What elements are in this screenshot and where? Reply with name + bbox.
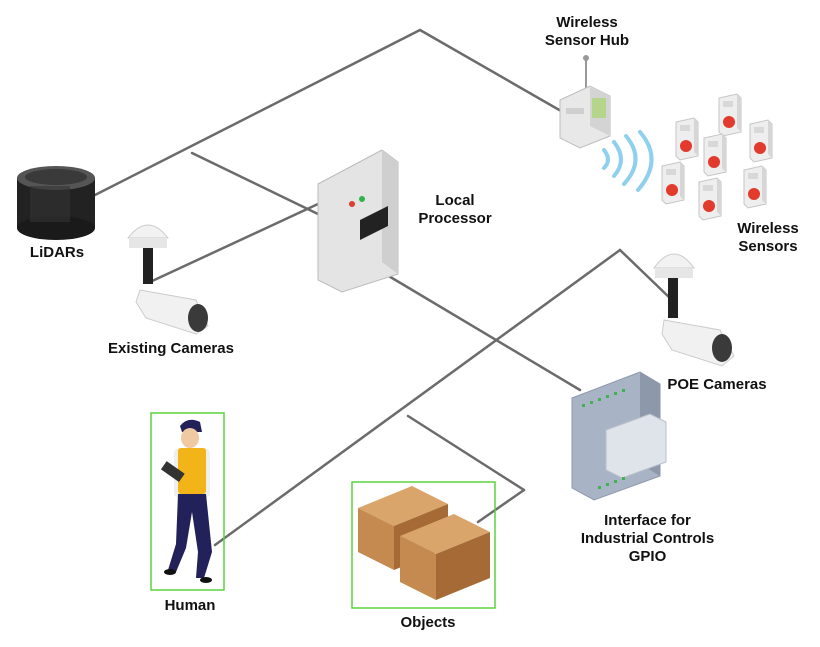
- wireless-sensor-icon: [698, 177, 722, 221]
- wireless-sensors-group: [661, 93, 773, 221]
- human-detection-box: [150, 412, 225, 591]
- link-lidar-backbone: [93, 28, 422, 197]
- label-poe-cameras: POE Cameras: [667, 376, 767, 393]
- wireless-sensor-icon: [703, 133, 727, 177]
- label-interface-line3: GPIO: [628, 548, 667, 565]
- label-interface-line1: Interface for: [604, 512, 691, 529]
- label-wireless-sensor-hub: Wireless Sensor Hub: [512, 14, 662, 50]
- label-wireless-sensors: Wireless Sensors: [718, 220, 818, 256]
- wireless-sensor-icon: [718, 93, 742, 137]
- label-existing-cameras: Existing Cameras: [108, 340, 234, 357]
- link-objects-branch: [406, 414, 526, 492]
- link-poe-camera: [213, 248, 622, 547]
- link-objects: [476, 488, 526, 524]
- local-processor-icon: [317, 149, 399, 293]
- wireless-sensor-hub-icon: [559, 55, 611, 149]
- connection-lines: [93, 28, 674, 547]
- wireless-signal-icon: [602, 130, 654, 192]
- wireless-sensor-icon: [661, 161, 685, 205]
- label-wireless-sensor-hub-line1: Wireless: [556, 14, 618, 31]
- label-interface: Interface for Industrial Controls GPIO: [560, 512, 735, 566]
- link-existing-camera: [148, 202, 320, 284]
- industrial-interface-icon: [571, 371, 667, 501]
- wireless-sensor-icon: [743, 165, 767, 209]
- wireless-sensor-icon: [749, 119, 773, 163]
- link-processor-interface: [380, 270, 582, 392]
- label-objects: Objects: [400, 614, 456, 631]
- label-wireless-sensors-line2: Sensors: [738, 238, 798, 255]
- existing-camera-icon: [126, 224, 209, 335]
- label-wireless-sensors-line1: Wireless: [737, 220, 799, 237]
- label-local-processor: Local Processor: [400, 192, 510, 228]
- poe-camera-icon: [653, 253, 735, 367]
- label-interface-line2: Industrial Controls: [580, 530, 715, 547]
- label-lidars: LiDARs: [29, 244, 85, 261]
- label-wireless-sensor-hub-line2: Sensor Hub: [544, 32, 630, 49]
- link-processor-trunk: [190, 151, 322, 217]
- label-local-processor-line1: Local: [435, 192, 475, 209]
- boxes-icon: [358, 486, 490, 600]
- lidar-icon: [17, 166, 95, 240]
- link-poe-to-camera: [618, 248, 674, 302]
- label-human: Human: [164, 597, 216, 614]
- objects-detection-box: [351, 481, 496, 609]
- link-backbone-hub: [418, 28, 570, 117]
- label-local-processor-line2: Processor: [418, 210, 492, 227]
- human-worker-icon: [160, 419, 212, 583]
- wireless-sensor-icon: [675, 117, 699, 161]
